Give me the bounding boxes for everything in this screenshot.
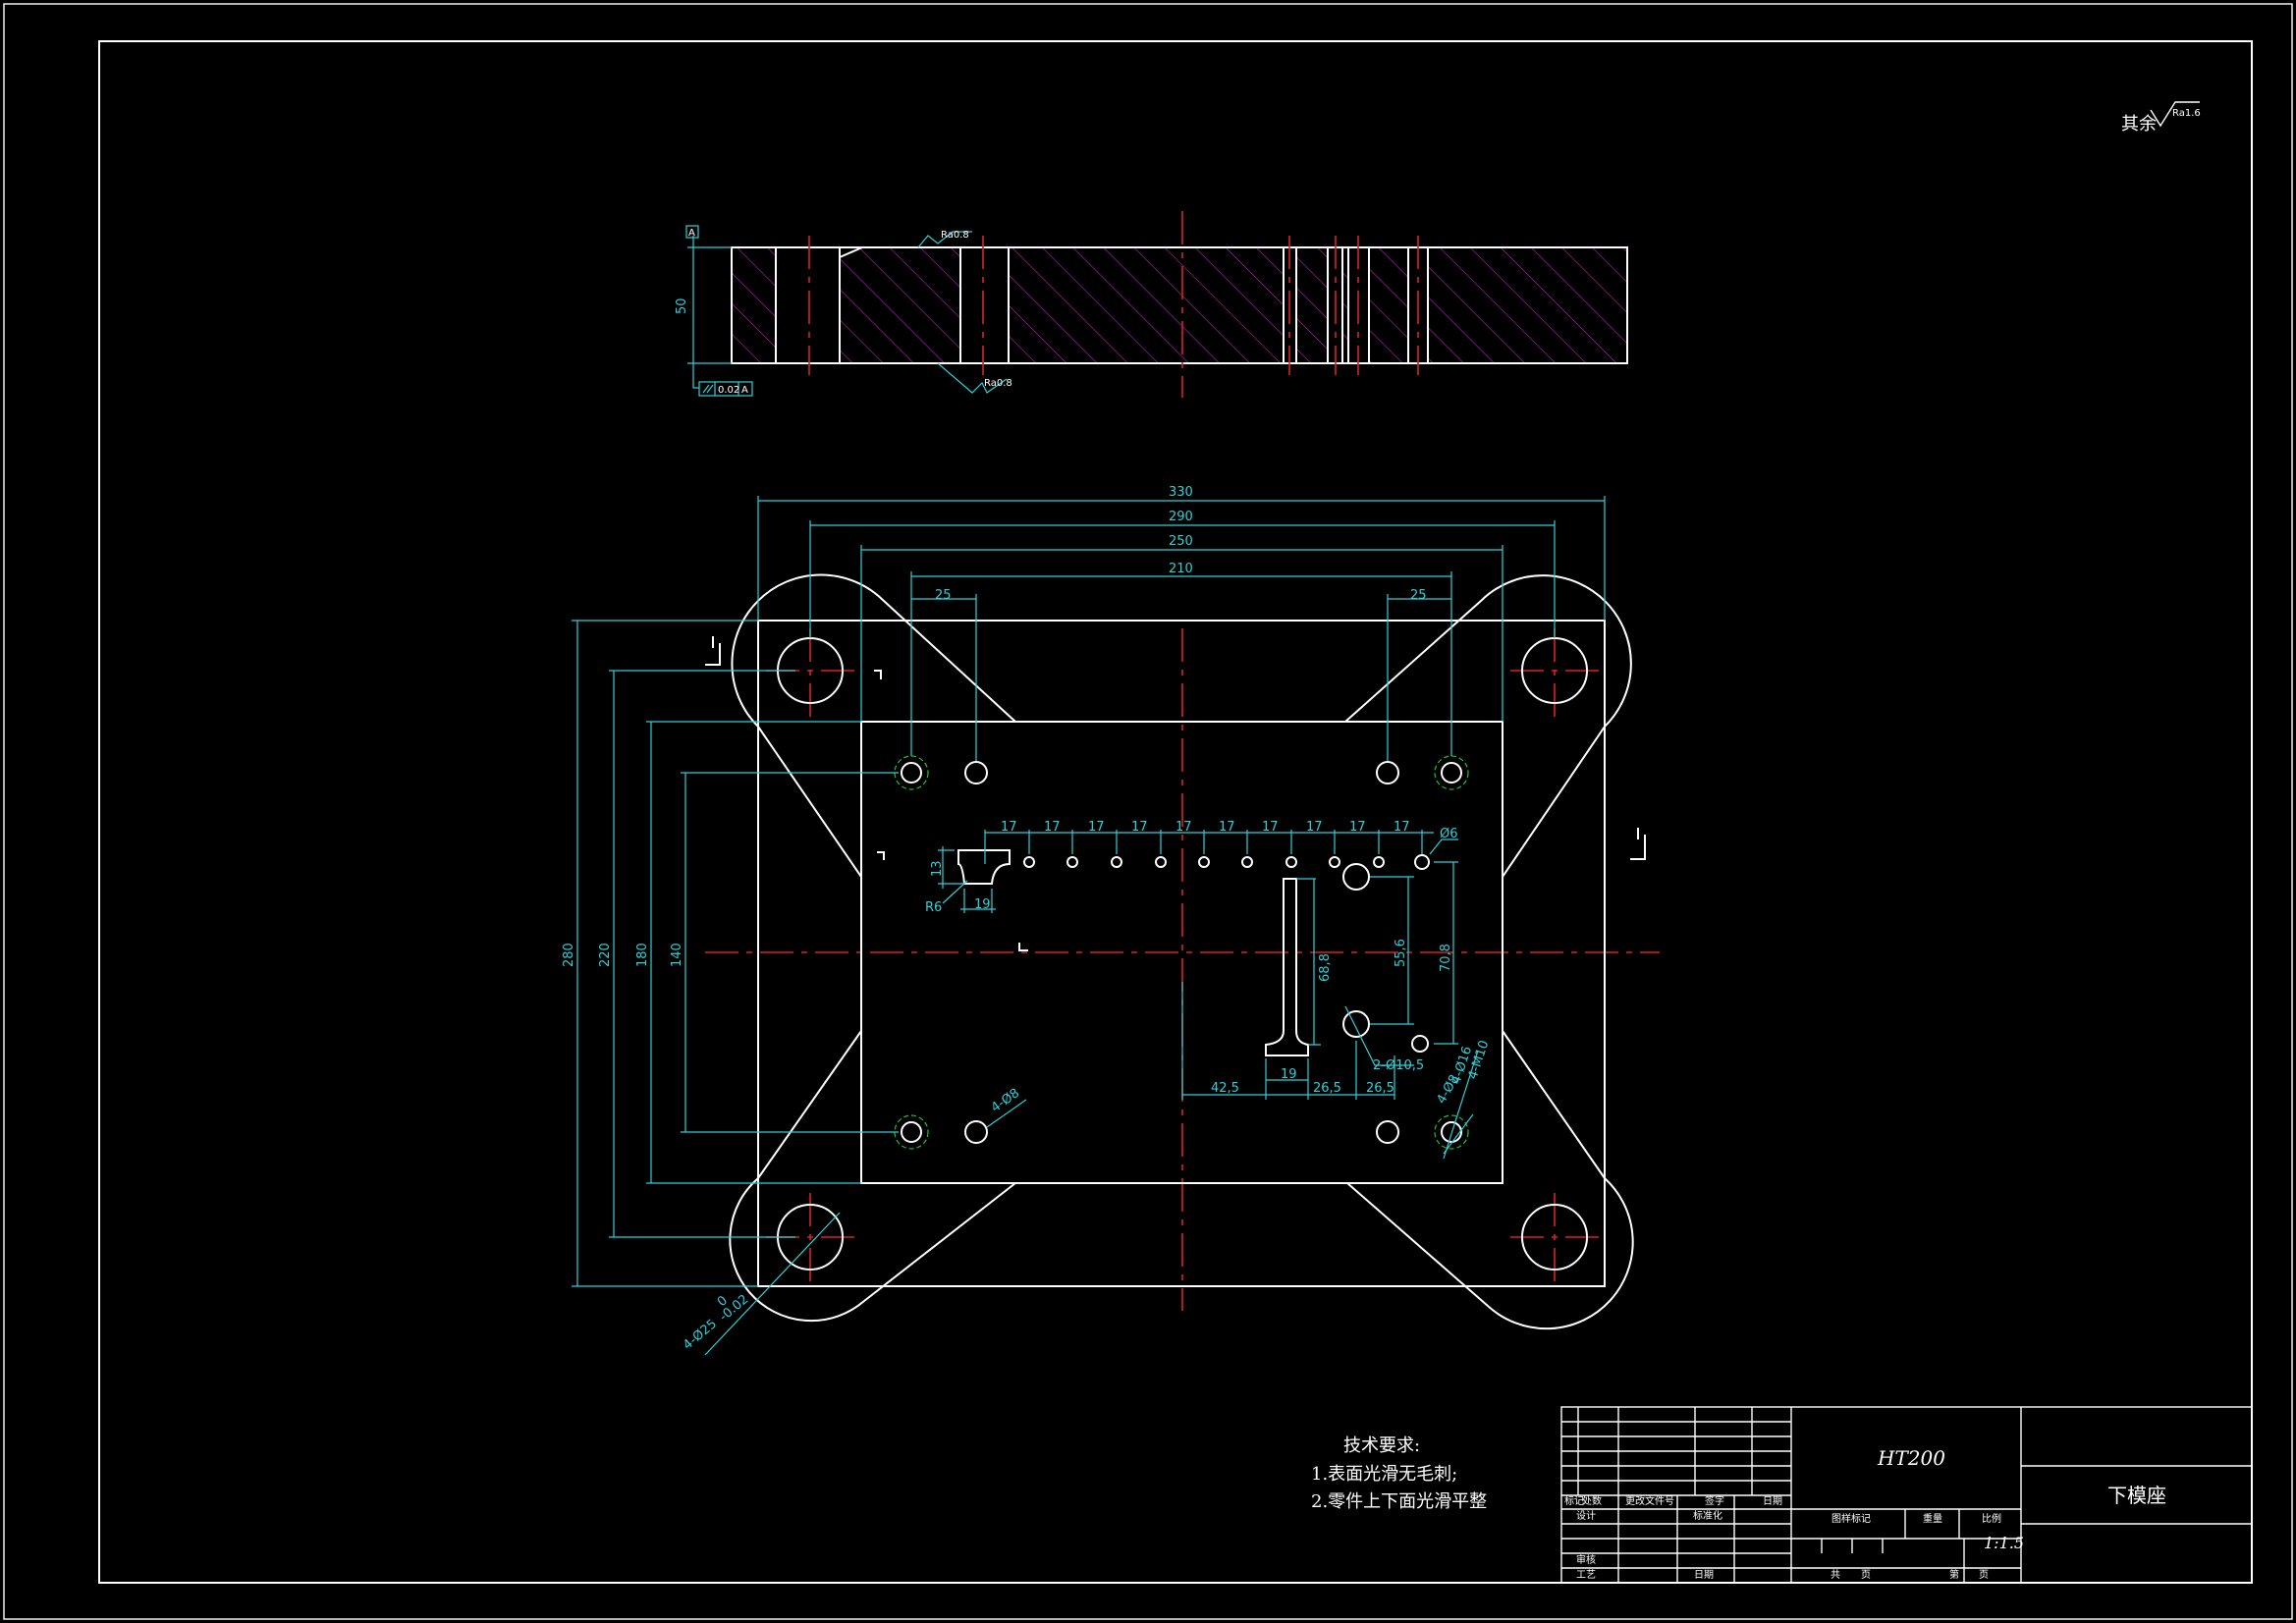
- dim-19-t: 19: [1281, 1067, 1297, 1082]
- tb-label-12: 比例: [1982, 1512, 2001, 1525]
- corner-hole-br: [1521, 1204, 1588, 1271]
- dim-68-8: 68,8: [1318, 953, 1333, 982]
- tech-heading: 技术要求:: [1343, 1435, 1420, 1456]
- dim-d6: Ø6: [1440, 827, 1458, 841]
- datum-label-top: A: [688, 228, 695, 239]
- tb-label-9: 日期: [1694, 1569, 1714, 1581]
- pitch-hole-row: [1023, 854, 1430, 870]
- side-view-section: 50 A 0.02 A Ra0.8 Ra0.8: [675, 211, 1628, 398]
- dim-180: 180: [635, 943, 650, 967]
- general-roughness-note: 其余 Ra1.6: [2121, 101, 2201, 135]
- tb-label-10: 图样标记: [1831, 1512, 1871, 1525]
- pitch-8: 17: [1306, 820, 1323, 835]
- flatness-datum: A: [741, 385, 748, 396]
- pitch-7: 17: [1262, 820, 1279, 835]
- dim-55-6: 55,6: [1394, 939, 1408, 967]
- tech-item-1: 1.表面光滑无毛刺;: [1311, 1464, 1457, 1485]
- dim-290: 290: [1169, 510, 1193, 524]
- tb-scale: 1:1.5: [1984, 1534, 2024, 1552]
- roughness-value: Ra1.6: [2172, 108, 2201, 119]
- callout-4-d25: 4-Ø25: [681, 1317, 720, 1353]
- tb-label-2: 更改文件号: [1625, 1494, 1674, 1507]
- base-outer-rect: [757, 620, 1606, 1287]
- pitch-2: 17: [1044, 820, 1061, 835]
- sheet-outer-border: [3, 3, 2293, 1620]
- dim-330: 330: [1169, 485, 1193, 500]
- dim-70-8: 70,8: [1439, 944, 1453, 972]
- tb-label-3: 签字: [1705, 1494, 1724, 1507]
- tb-label-16: 页: [1979, 1569, 1989, 1581]
- pitch-10: 17: [1394, 820, 1410, 835]
- tech-item-2: 2.零件上下面光滑平整: [1311, 1491, 1487, 1512]
- dim-140: 140: [670, 943, 684, 967]
- dim-height-50: 50: [675, 298, 689, 314]
- dim-19-slot: 19: [974, 897, 991, 912]
- dim-26-5-a: 26,5: [1313, 1081, 1341, 1096]
- dim-250: 250: [1169, 534, 1193, 549]
- plan-view: 330 290 250 210 25 25 17 17 17 17 17 17 …: [562, 485, 1660, 1356]
- shaped-slot-left: [957, 849, 1011, 885]
- inner-plate: [860, 721, 1503, 1184]
- plate-holes: [894, 755, 1469, 1150]
- pitch-6: 17: [1219, 820, 1235, 835]
- tb-label-8: 工艺: [1576, 1569, 1596, 1581]
- tb-label-14: 页: [1861, 1569, 1871, 1581]
- tb-label-0: 标记: [1564, 1495, 1584, 1507]
- dim-25-left: 25: [935, 588, 952, 603]
- dim-r6: R6: [925, 900, 942, 915]
- tb-label-4: 日期: [1763, 1495, 1782, 1507]
- side-view-outline: [731, 246, 1628, 364]
- roughness-mark-bottom: Ra0.8: [984, 378, 1012, 389]
- pitch-9: 17: [1349, 820, 1366, 835]
- tb-label-15: 第: [1949, 1568, 1959, 1581]
- pitch-4: 17: [1131, 820, 1148, 835]
- dim-210: 210: [1169, 562, 1193, 576]
- pitch-3: 17: [1088, 820, 1105, 835]
- tb-material: HT200: [1877, 1446, 1945, 1470]
- t-slot: [1265, 878, 1309, 1056]
- dim-42-5: 42,5: [1211, 1081, 1239, 1096]
- dim-220: 220: [598, 943, 613, 967]
- callout-2-d10-5: 2-Ø10,5: [1373, 1058, 1424, 1073]
- tb-part-name: 下模座: [2107, 1484, 2166, 1507]
- roughness-mark-top: Ra0.8: [941, 230, 969, 241]
- dim-26-5-b: 26,5: [1366, 1081, 1394, 1096]
- pitch-5: 17: [1175, 820, 1192, 835]
- title-block: HT200 下模座 1:1.5 标记 处数 更改文件号 签字 日期 设计 标准化…: [1560, 1406, 2253, 1584]
- tb-label-7: 审核: [1576, 1553, 1596, 1566]
- pitch-labels: 17 17 17 17 17 17 17 17 17 17: [1001, 820, 1410, 835]
- flatness-value: 0.02: [718, 385, 739, 396]
- sheet-inner-border: [98, 40, 2253, 1584]
- dim-13: 13: [930, 860, 945, 877]
- tb-label-5: 设计: [1576, 1509, 1596, 1522]
- callout-4-d8: 4-Ø8: [1434, 1072, 1462, 1107]
- callout-left-hole: 4-Ø8: [989, 1086, 1022, 1115]
- tb-label-11: 重量: [1923, 1512, 1942, 1525]
- tb-label-6: 标准化: [1693, 1509, 1722, 1522]
- dim-280: 280: [562, 943, 576, 967]
- pitch-1: 17: [1001, 820, 1017, 835]
- dim-25-right: 25: [1410, 588, 1427, 603]
- tb-label-13: 共: [1831, 1569, 1840, 1581]
- tb-label-1: 处数: [1582, 1494, 1602, 1507]
- roughness-prefix: 其余: [2121, 114, 2157, 135]
- technical-requirements: 技术要求: 1.表面光滑无毛刺; 2.零件上下面光滑平整: [1311, 1435, 1487, 1512]
